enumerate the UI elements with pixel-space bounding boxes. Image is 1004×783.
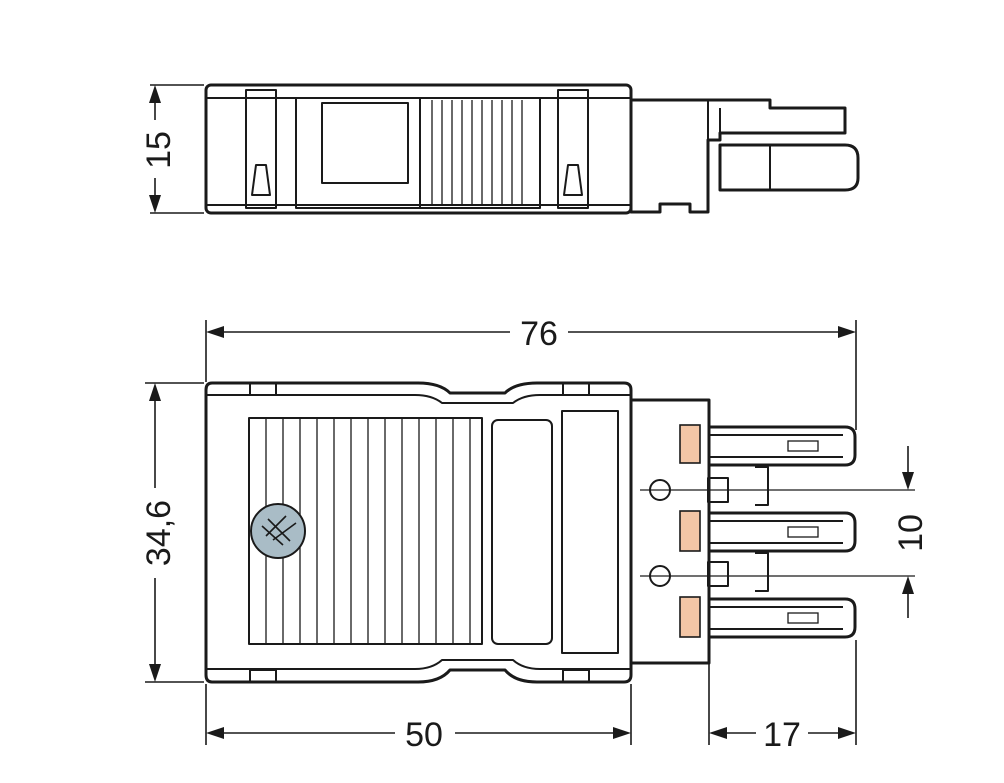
side-height-label: 15 — [140, 131, 178, 169]
pin-3 — [679, 596, 857, 639]
front-height-label: 34,6 — [140, 500, 178, 566]
pin-2 — [679, 510, 857, 553]
pitch-label: 10 — [892, 514, 930, 552]
body-length-label: 50 — [405, 716, 443, 754]
overall-length-label: 76 — [520, 315, 558, 353]
side-view: 15 — [140, 83, 860, 215]
front-view: 76 34,6 50 17 10 — [140, 315, 930, 754]
screw-icon — [250, 503, 306, 559]
pin-length-label: 17 — [763, 716, 801, 754]
pin-1 — [679, 424, 857, 467]
